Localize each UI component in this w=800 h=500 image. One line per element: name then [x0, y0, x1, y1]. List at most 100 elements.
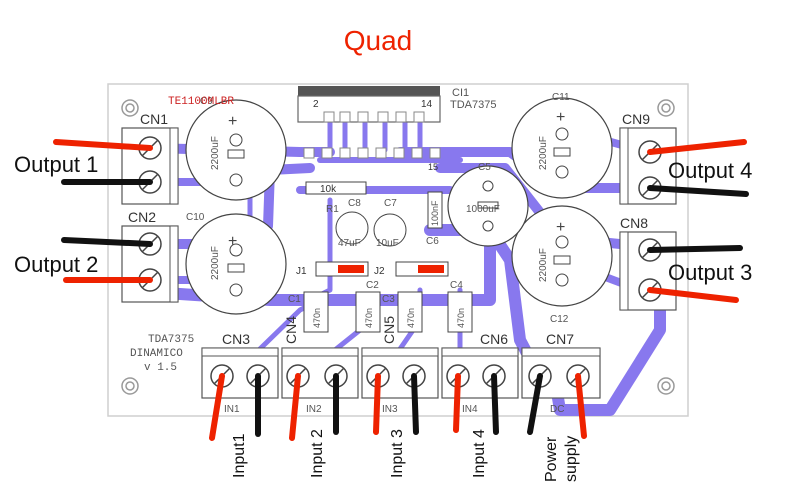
capacitor-c4-ref: C4 — [450, 280, 463, 291]
input-labels: Input1 Input 2 Input 3 Input 4 Power sup… — [231, 429, 580, 482]
connector-cn1-label: CN1 — [140, 111, 168, 127]
board-id-silk: TE1100MLBR — [168, 96, 234, 108]
capacitor-c11-ref: C11 — [552, 92, 570, 103]
input-silk-labels: IN1 IN2 IN3 IN4 DC — [224, 404, 564, 415]
silk-in2: IN2 — [306, 404, 322, 415]
input3-red-wire — [373, 373, 381, 435]
connector-cn8: CN8 — [619, 215, 677, 311]
jumper-j2-label: J2 — [374, 266, 385, 277]
jumper-j2: J2 — [374, 261, 449, 277]
capacitor-c8-value: 47uF — [338, 238, 361, 249]
input1-label: Input1 — [231, 433, 248, 478]
power-supply-line2: supply — [563, 436, 580, 482]
power-supply-label: Power supply — [543, 432, 580, 482]
resistor-r1: 10k R1 — [305, 181, 367, 215]
connector-cn7-label: CN7 — [546, 331, 574, 347]
connector-cn5-label: CN5 — [381, 316, 397, 344]
output3-black-wire — [647, 245, 743, 253]
input3-black-wire — [411, 373, 419, 435]
input2-red-wire — [289, 373, 301, 441]
connector-cn4-label: CN4 — [283, 316, 299, 344]
capacitor-c8-ref: C8 — [348, 198, 361, 209]
connector-cn2: CN2 — [121, 209, 179, 303]
capacitor-c2-ref: C2 — [366, 280, 379, 291]
capacitor-c1-value: 470n — [312, 308, 322, 328]
power-red-wire — [575, 373, 587, 439]
svg-text:+: + — [556, 219, 565, 236]
capacitor-c4-value: 470n — [456, 308, 466, 328]
chip-pin-15: 15 — [428, 162, 438, 172]
input2-label: Input 2 — [309, 429, 326, 478]
chip-ref: CI1 — [452, 87, 469, 99]
connector-cn6: CN6 — [441, 331, 519, 399]
input4-black-wire — [491, 373, 499, 435]
connector-cn2-label: CN2 — [128, 209, 156, 225]
output4-label: Output 4 — [668, 158, 752, 183]
output-labels: Output 1 Output 2 Output 4 Output 3 — [14, 152, 752, 285]
silk-line-1: TDA7375 — [148, 334, 194, 346]
capacitor-c7: C7 10uF — [373, 198, 407, 249]
input3-label: Input 3 — [389, 429, 406, 478]
diagram-title: Quad — [344, 25, 413, 56]
output3-red-wire — [647, 287, 739, 303]
output4-red-wire — [647, 139, 747, 155]
jumper-j1: J1 — [296, 261, 369, 277]
capacitor-c6-ref: C6 — [426, 236, 439, 247]
svg-text:+: + — [228, 233, 237, 250]
output2-label: Output 2 — [14, 252, 98, 277]
mounting-holes — [121, 99, 675, 395]
svg-text:+: + — [556, 109, 565, 126]
capacitor-c1-ref: C1 — [288, 294, 301, 305]
output1-red-wire — [53, 139, 153, 151]
jumper-j1-label: J1 — [296, 266, 307, 277]
capacitor-c5-value: 1000uF — [466, 204, 500, 215]
bottom-connectors: CN3 CN4 CN5 CN6 — [201, 316, 601, 399]
capacitor-c6-value: 100nF — [430, 200, 440, 226]
capacitor-c10: + C10 2200uF — [185, 212, 287, 315]
capacitor-c1: C1 470n — [288, 291, 329, 333]
capacitor-c2: C2 470n — [355, 280, 381, 333]
capacitor-c9-value: 2200uF — [210, 136, 221, 170]
input4-label: Input 4 — [471, 429, 488, 478]
chip-name: TDA7375 — [450, 99, 496, 111]
capacitor-c12-ref: C12 — [550, 314, 569, 325]
chip-pin-first: 2 — [313, 99, 319, 110]
output-wires — [53, 139, 749, 303]
svg-text:+: + — [228, 113, 237, 130]
silk-line-2: DINAMICO — [130, 348, 183, 360]
capacitor-c8: C8 47uF — [335, 198, 369, 249]
output2-black-wire — [61, 237, 153, 247]
capacitor-c4: C4 470n — [447, 280, 473, 333]
output1-label: Output 1 — [14, 152, 98, 177]
capacitor-c9-ref: C9 — [200, 96, 213, 107]
silk-dc: DC — [550, 404, 564, 415]
power-supply-line1: Power — [543, 436, 560, 482]
silk-in3: IN3 — [382, 404, 398, 415]
capacitor-c5-ref: C5 — [478, 162, 491, 173]
silk-in1: IN1 — [224, 404, 240, 415]
silk-in4: IN4 — [462, 404, 478, 415]
connector-cn8-label: CN8 — [620, 215, 648, 231]
capacitor-c11: + C11 2200uF — [511, 92, 613, 199]
chip-pin-last: 14 — [421, 99, 433, 110]
capacitor-c7-value: 10uF — [376, 238, 399, 249]
capacitor-c3: C3 470n — [382, 291, 423, 333]
connector-cn9-label: CN9 — [622, 111, 650, 127]
input4-red-wire — [453, 373, 461, 433]
input-wires — [209, 373, 587, 441]
connector-cn3-label: CN3 — [222, 331, 250, 347]
capacitor-c3-ref: C3 — [382, 294, 395, 305]
output4-black-wire — [647, 185, 749, 197]
capacitor-c11-value: 2200uF — [538, 136, 549, 170]
capacitor-c2-value: 470n — [364, 308, 374, 328]
capacitor-c3-value: 470n — [406, 308, 416, 328]
capacitor-c5: + C5 1000uF — [447, 162, 529, 247]
connector-cn4: CN4 — [281, 316, 359, 399]
capacitor-c7-ref: C7 — [384, 198, 397, 209]
capacitor-c6: 100nF C6 — [426, 191, 443, 247]
board-version-silk: TDA7375 DINAMICO v 1.5 — [130, 334, 194, 374]
silk-line-3: v 1.5 — [144, 362, 177, 374]
resistor-r1-ref: R1 — [326, 204, 339, 215]
power-black-wire — [527, 373, 543, 435]
capacitor-c9: + C9 2200uF — [185, 96, 287, 201]
